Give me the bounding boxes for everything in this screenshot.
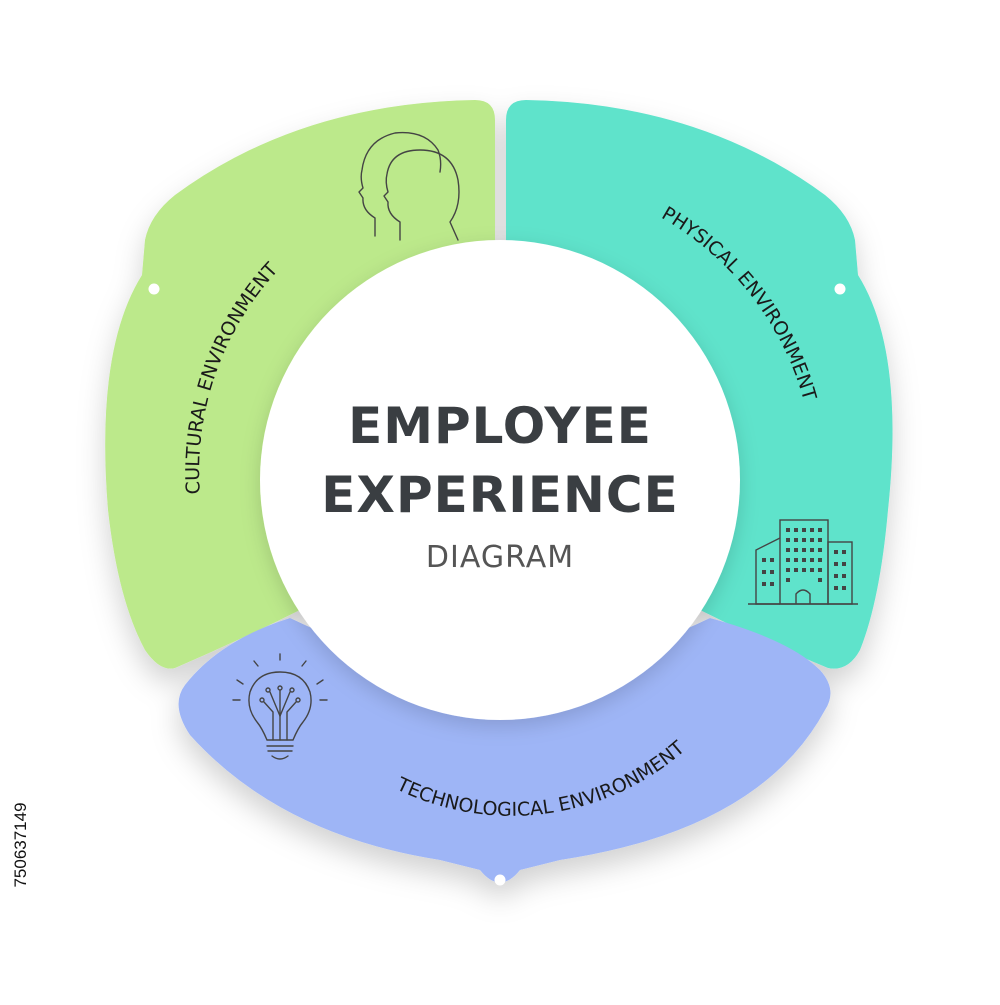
dot-technological: [494, 874, 506, 886]
center-title-line2: EXPERIENCE: [321, 466, 678, 524]
two-heads-profile-icon: [358, 131, 460, 241]
dot-cultural: [148, 283, 160, 295]
segment-technological: [178, 618, 831, 883]
office-buildings-icon: [748, 519, 858, 605]
circuit-lightbulb-icon: [232, 653, 328, 760]
dot-physical: [834, 283, 846, 295]
center-title-line1: EMPLOYEE: [348, 397, 652, 455]
center-subtitle: DIAGRAM: [426, 540, 574, 575]
stock-id-label: 750637149: [6, 770, 36, 920]
center-circle: [260, 240, 740, 720]
ring-segments: [105, 100, 893, 883]
stock-id-text: 750637149: [11, 802, 30, 888]
